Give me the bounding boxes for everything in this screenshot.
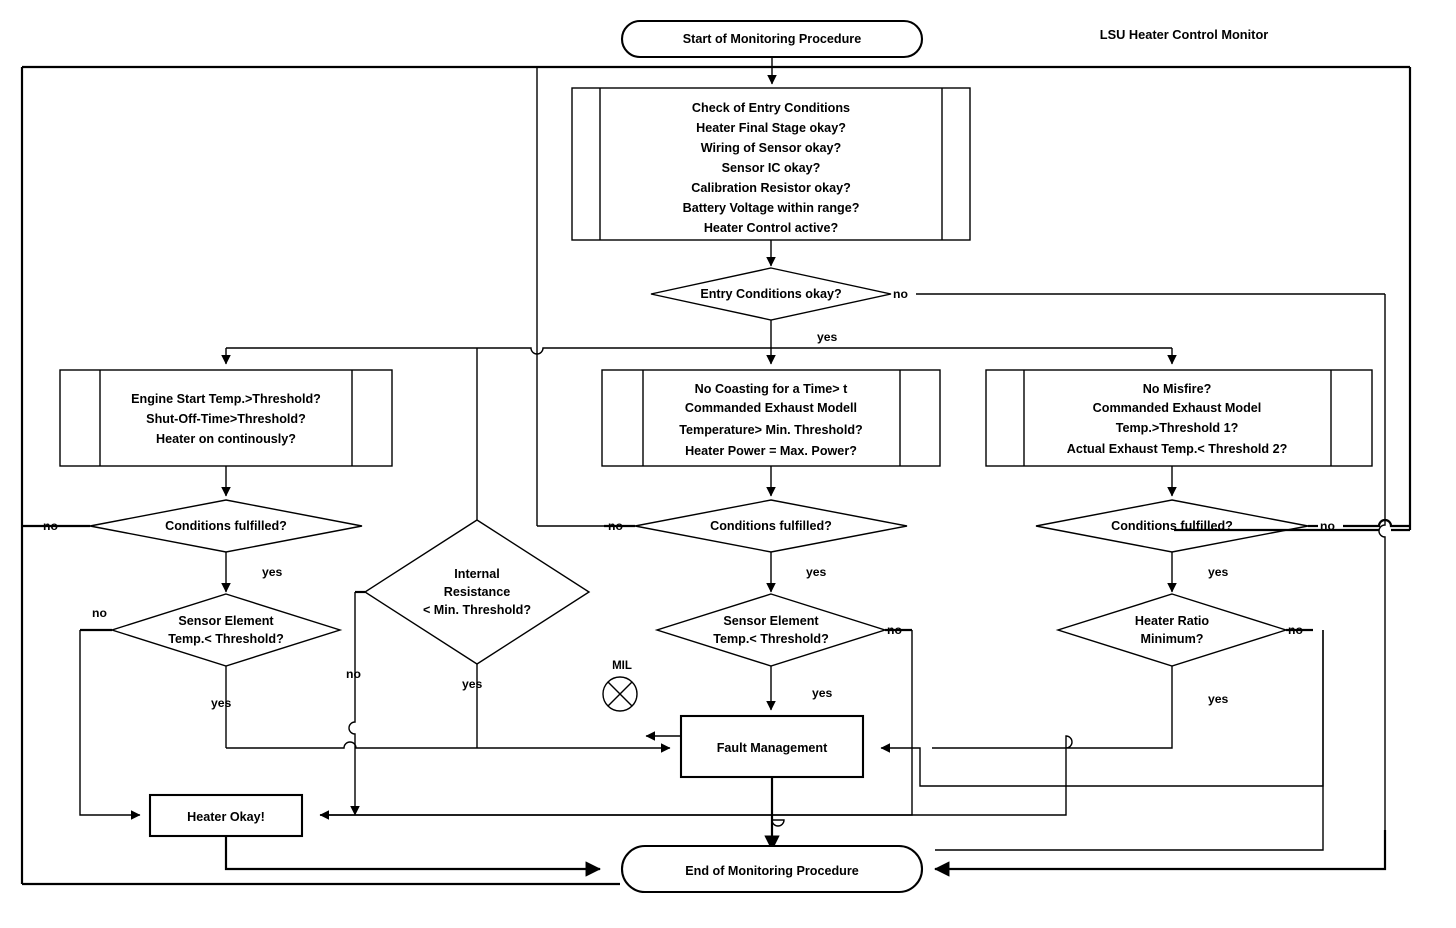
mil-label: MIL [612,660,632,672]
cond-mid-label: Conditions fulfilled? [710,519,832,533]
internal-res-line-0: Internal [454,567,500,581]
entry-check-line-0: Check of Entry Conditions [692,101,850,115]
sensor-mid-line-1: Temp.< Threshold? [713,632,829,646]
edge-fault-jump [771,777,785,827]
entry-check-line-1: Heater Final Stage okay? [696,121,846,135]
branch-right-line-3: Actual Exhaust Temp.< Threshold 2? [1067,442,1288,456]
edge-internal-no-to-okay [348,592,360,816]
entry-check-line-3: Sensor IC okay? [722,161,821,175]
branch-right-line-1: Commanded Exhaust Model [1093,401,1262,415]
entry-check-line-5: Battery Voltage within range? [683,201,860,215]
sensor-left-line-0: Sensor Element [178,614,274,628]
branch-mid-line-0: No Coasting for a Time> t [695,382,848,396]
node-sensor-left[interactable] [109,593,343,667]
branch-mid-line-2: Temperature> Min. Threshold? [679,423,862,437]
diagram-title: LSU Heater Control Monitor [1100,27,1269,42]
edge-heaterratio-yes-a [932,666,1173,749]
heater-ratio-line-1: Minimum? [1141,632,1204,646]
internal-res-line-1: Resistance [444,585,511,599]
entry-check-line-4: Calibration Resistor okay? [691,181,851,195]
node-branch-right[interactable] [985,369,1373,467]
cond-left-label: Conditions fulfilled? [165,519,287,533]
branch-left-line-2: Heater on continously? [156,432,296,446]
edge-label-condright-yes: yes [1208,565,1229,579]
edge-label-entry-yes: yes [817,330,838,344]
edge-entry-no-jump [1378,520,1386,830]
entry-decision-label: Entry Conditions okay? [700,287,841,301]
edge-label-condmid-yes: yes [806,565,827,579]
branch-mid-line-3: Heater Power = Max. Power? [685,444,857,458]
edge-label-internal-yes: yes [462,677,483,691]
fault-management-label: Fault Management [717,741,828,755]
sensor-mid-line-0: Sensor Element [723,614,819,628]
edge-label-entry-no: no [893,287,908,301]
edge-label-sensorleft-no: no [92,606,107,620]
node-branch-mid[interactable] [601,369,941,467]
edge-heaterratio-no-down [935,630,1324,851]
edge-condright-no-jump [1343,518,1410,528]
heater-ratio-line-0: Heater Ratio [1135,614,1209,628]
node-end-label: End of Monitoring Procedure [685,864,859,878]
node-heater-ratio[interactable] [1055,593,1289,667]
branch-right-line-0: No Misfire? [1143,382,1212,396]
edge-label-sensorleft-yes: yes [211,696,232,710]
node-start-label: Start of Monitoring Procedure [683,32,861,46]
node-branch-left[interactable] [59,369,393,467]
edge-label-sensormid-yes: yes [812,686,833,700]
branch-right-line-2: Temp.>Threshold 1? [1116,421,1239,435]
branch-left-line-1: Shut-Off-Time>Threshold? [146,412,306,426]
edge-label-heaterratio-yes: yes [1208,692,1229,706]
edge-heaterratio-yes-b [320,748,1067,816]
branch-mid-line-1: Commanded Exhaust Modell [685,401,857,415]
edge-fanout-left-jump [226,347,548,355]
edge-heaterratio-no-to-fault [880,630,1324,787]
node-fault-management[interactable] [679,714,865,779]
edge-sensorleft-no-to-okay [79,630,141,820]
branch-left-line-0: Engine Start Temp.>Threshold? [131,392,321,406]
edge-entry-no-to-end [934,830,1387,877]
entry-check-line-2: Wiring of Sensor okay? [701,141,842,155]
heater-okay-label: Heater Okay! [187,810,265,824]
edge-okay-to-end [224,836,601,877]
internal-res-line-2: < Min. Threshold? [423,603,531,617]
edge-fault-to-mil [645,716,682,741]
node-sensor-mid[interactable] [654,593,888,667]
edge-sensorleft-yes-to-fault [226,741,671,753]
node-end[interactable] [620,844,924,894]
mil-lamp-icon[interactable] [602,676,638,712]
edge-label-condleft-yes: yes [262,565,283,579]
sensor-left-line-1: Temp.< Threshold? [168,632,284,646]
edge-label-internal-no: no [346,667,361,681]
entry-check-line-6: Heater Control active? [704,221,838,235]
